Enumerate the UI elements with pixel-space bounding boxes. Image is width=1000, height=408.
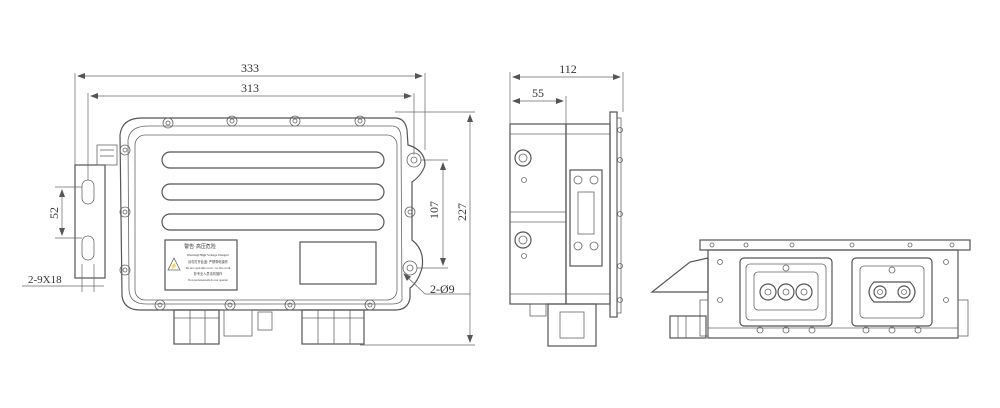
dim-52: 52 (47, 186, 82, 239)
dim-55: 55 (512, 86, 567, 124)
side-view: 112 55 (509, 62, 624, 347)
dim-333: 333 (74, 61, 426, 165)
dim-label-2-9x18: 2-9X18 (28, 274, 62, 286)
nameplate-area (299, 241, 377, 285)
warning-line1: Warning!High Voltage Danger! (187, 253, 230, 257)
dim-227: 227 (360, 111, 475, 346)
two-pin-connector (851, 257, 933, 334)
dim-label-313: 313 (241, 81, 259, 95)
warning-line3: Do not open this cover / no live work (186, 266, 231, 270)
dim-112: 112 (509, 62, 624, 124)
cooling-ribs (161, 151, 385, 231)
mounting-bracket (74, 144, 118, 279)
dim-label-52: 52 (47, 207, 61, 219)
front-view: 警告·高压危险 ⚡ Warning!High Voltage Danger! 请… (22, 61, 475, 346)
dim-label-107: 107 (427, 201, 441, 219)
svg-text:⚡: ⚡ (170, 262, 177, 270)
dim-2-9x18: 2-9X18 (22, 264, 104, 292)
warning-line2: 请勿打开此盖/ 严禁带电操作 (188, 259, 229, 264)
dim-label-112: 112 (559, 62, 577, 76)
dim-313: 313 (87, 81, 415, 180)
dim-label-227: 227 (455, 203, 469, 221)
dim-label-55: 55 (532, 86, 544, 100)
dim-label-2-o9: 2-Ø9 (430, 282, 455, 296)
warning-title: 警告·高压危险 (184, 243, 216, 250)
bottom-connectors (173, 309, 365, 345)
warning-label: 警告·高压危险 ⚡ Warning!High Voltage Danger! 请… (164, 239, 238, 291)
warning-line4: 非专业人员请勿操作 (194, 271, 223, 276)
warning-line5: Non professionals do not operate (188, 278, 228, 282)
dim-107: 107 (417, 159, 448, 269)
dim-label-333: 333 (241, 61, 259, 75)
three-pin-connector (739, 257, 833, 334)
end-view (650, 239, 971, 339)
dim-2-o9: 2-Ø9 (403, 273, 470, 296)
